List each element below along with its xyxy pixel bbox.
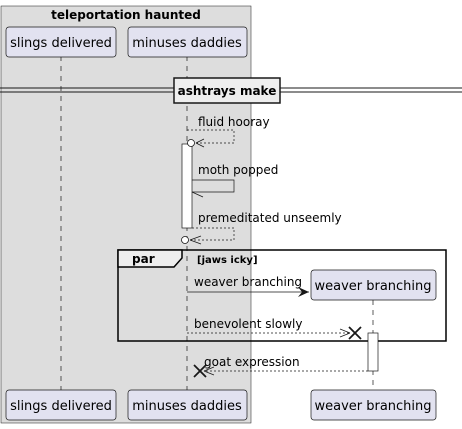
message-label: premeditated unseemly (198, 211, 342, 225)
participant-weaver-created[interactable]: weaver branching (310, 269, 437, 301)
message-weaver-branching: weaver branching (187, 275, 309, 297)
participant-weaver-bottom[interactable]: weaver branching (310, 389, 437, 421)
message-fluid-hooray: fluid hooray (187, 115, 270, 148)
message-goat-expression: goat expression (193, 355, 368, 378)
participant-label: minuses daddies (132, 36, 242, 51)
message-label: benevolent slowly (194, 317, 302, 331)
activation-bar-minuses (181, 143, 193, 229)
destroy-x-icon (193, 364, 207, 378)
participant-label: slings delivered (10, 399, 112, 414)
fragment-keyword: par (132, 252, 155, 266)
participant-label: minuses daddies (132, 399, 242, 414)
participant-label: weaver branching (314, 399, 431, 414)
message-label: fluid hooray (198, 115, 270, 129)
participant-minuses-bottom[interactable]: minuses daddies (127, 389, 248, 421)
participant-label: weaver branching (314, 279, 431, 294)
message-moth-popped: moth popped (191, 163, 278, 198)
message-label: weaver branching (194, 275, 302, 289)
participant-group-box (0, 5, 252, 424)
found-circle-icon (181, 236, 189, 244)
message-label: goat expression (204, 355, 300, 369)
participant-minuses-top[interactable]: minuses daddies (127, 26, 248, 58)
message-premeditated-unseemly: premeditated unseemly (181, 211, 342, 245)
found-circle-icon (187, 139, 195, 147)
message-benevolent-slowly: benevolent slowly (187, 317, 362, 340)
participant-slings-top[interactable]: slings delivered (5, 26, 117, 58)
participant-slings-bottom[interactable]: slings delivered (5, 389, 117, 421)
divider: ashtrays make (0, 77, 462, 104)
message-label: moth popped (198, 163, 278, 177)
destroy-x-icon (348, 326, 362, 340)
fragment-par: par [jaws icky] (117, 249, 447, 342)
activation-bar-weaver (367, 332, 379, 372)
divider-label: ashtrays make (178, 84, 277, 98)
fragment-condition: [jaws icky] (197, 255, 258, 266)
participant-label: slings delivered (10, 36, 112, 51)
participant-group-title: teleportation haunted (51, 8, 201, 22)
